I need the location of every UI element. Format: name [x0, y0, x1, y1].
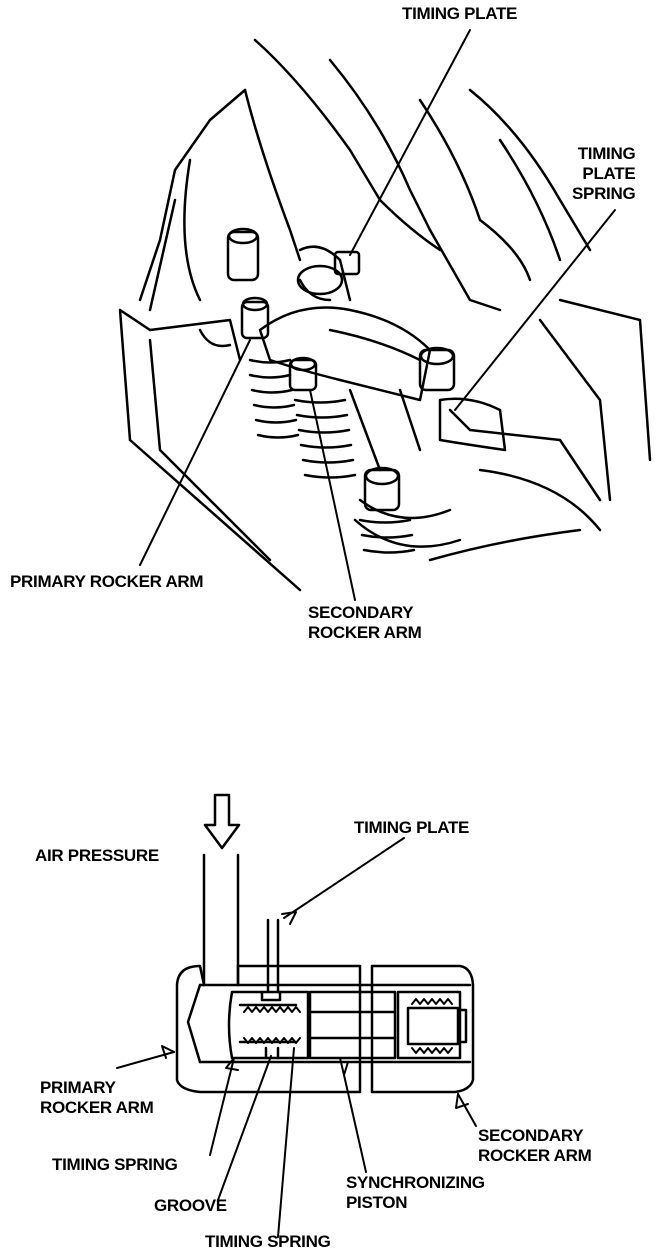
label-line: SECONDARY [308, 603, 414, 622]
label-timing-plate-bottom: TIMING PLATE [354, 818, 470, 837]
label-line: SYNCHRONIZING [346, 1173, 485, 1192]
label-synchronizing-piston: SYNCHRONIZING PISTON [346, 1173, 485, 1213]
rocker-arms [258, 306, 462, 548]
label-line: PISTON [346, 1193, 408, 1212]
valve-springs [248, 358, 416, 554]
cylinder-head [118, 88, 652, 592]
label-line: ROCKER ARM [308, 623, 422, 642]
timing-plate-bar [266, 918, 280, 994]
label-line: SPRING [572, 184, 636, 203]
label-line: PLATE [582, 164, 636, 183]
label-line: TIMING [577, 144, 636, 163]
label-line: SECONDARY [478, 1126, 584, 1145]
label-secondary-rocker-arm-bottom: SECONDARY ROCKER ARM [478, 1126, 592, 1166]
secondary-arm-housing [370, 964, 475, 1094]
label-timing-plate-top: TIMING PLATE [402, 4, 518, 23]
label-air-pressure: AIR PRESSURE [35, 846, 159, 865]
timing-plate-part [296, 250, 507, 452]
label-secondary-rocker-arm-top: SECONDARY ROCKER ARM [308, 603, 422, 643]
timing-spring-coils [243, 1006, 301, 1044]
label-line: ROCKER ARM [40, 1098, 154, 1117]
label-primary-rocker-arm-top: PRIMARY ROCKER ARM [10, 572, 204, 591]
leader-lines [139, 29, 616, 601]
label-groove: GROOVE [154, 1196, 227, 1215]
hand [243, 38, 532, 312]
timing-piston [227, 990, 310, 1060]
synchronizing-piston [308, 990, 397, 1060]
label-timing-spring-2: TIMING SPRING [205, 1232, 331, 1251]
label-primary-rocker-arm-bottom: PRIMARY ROCKER ARM [40, 1078, 154, 1118]
piston-bore [186, 983, 472, 1064]
bolts [226, 227, 456, 512]
engine-illustration [118, 29, 652, 601]
primary-arm-housing [175, 964, 362, 1094]
section-leader-lines [116, 837, 477, 1238]
label-timing-plate-spring: TIMING PLATE SPRING [572, 144, 636, 204]
air-pressure-arrow [203, 793, 241, 850]
label-line: PRIMARY [40, 1078, 116, 1097]
air-passage [202, 853, 240, 987]
stopper-spring-coils [411, 998, 453, 1054]
label-line: ROCKER ARM [478, 1146, 592, 1165]
label-timing-spring-1: TIMING SPRING [52, 1155, 178, 1174]
stopper-assembly [396, 990, 468, 1060]
